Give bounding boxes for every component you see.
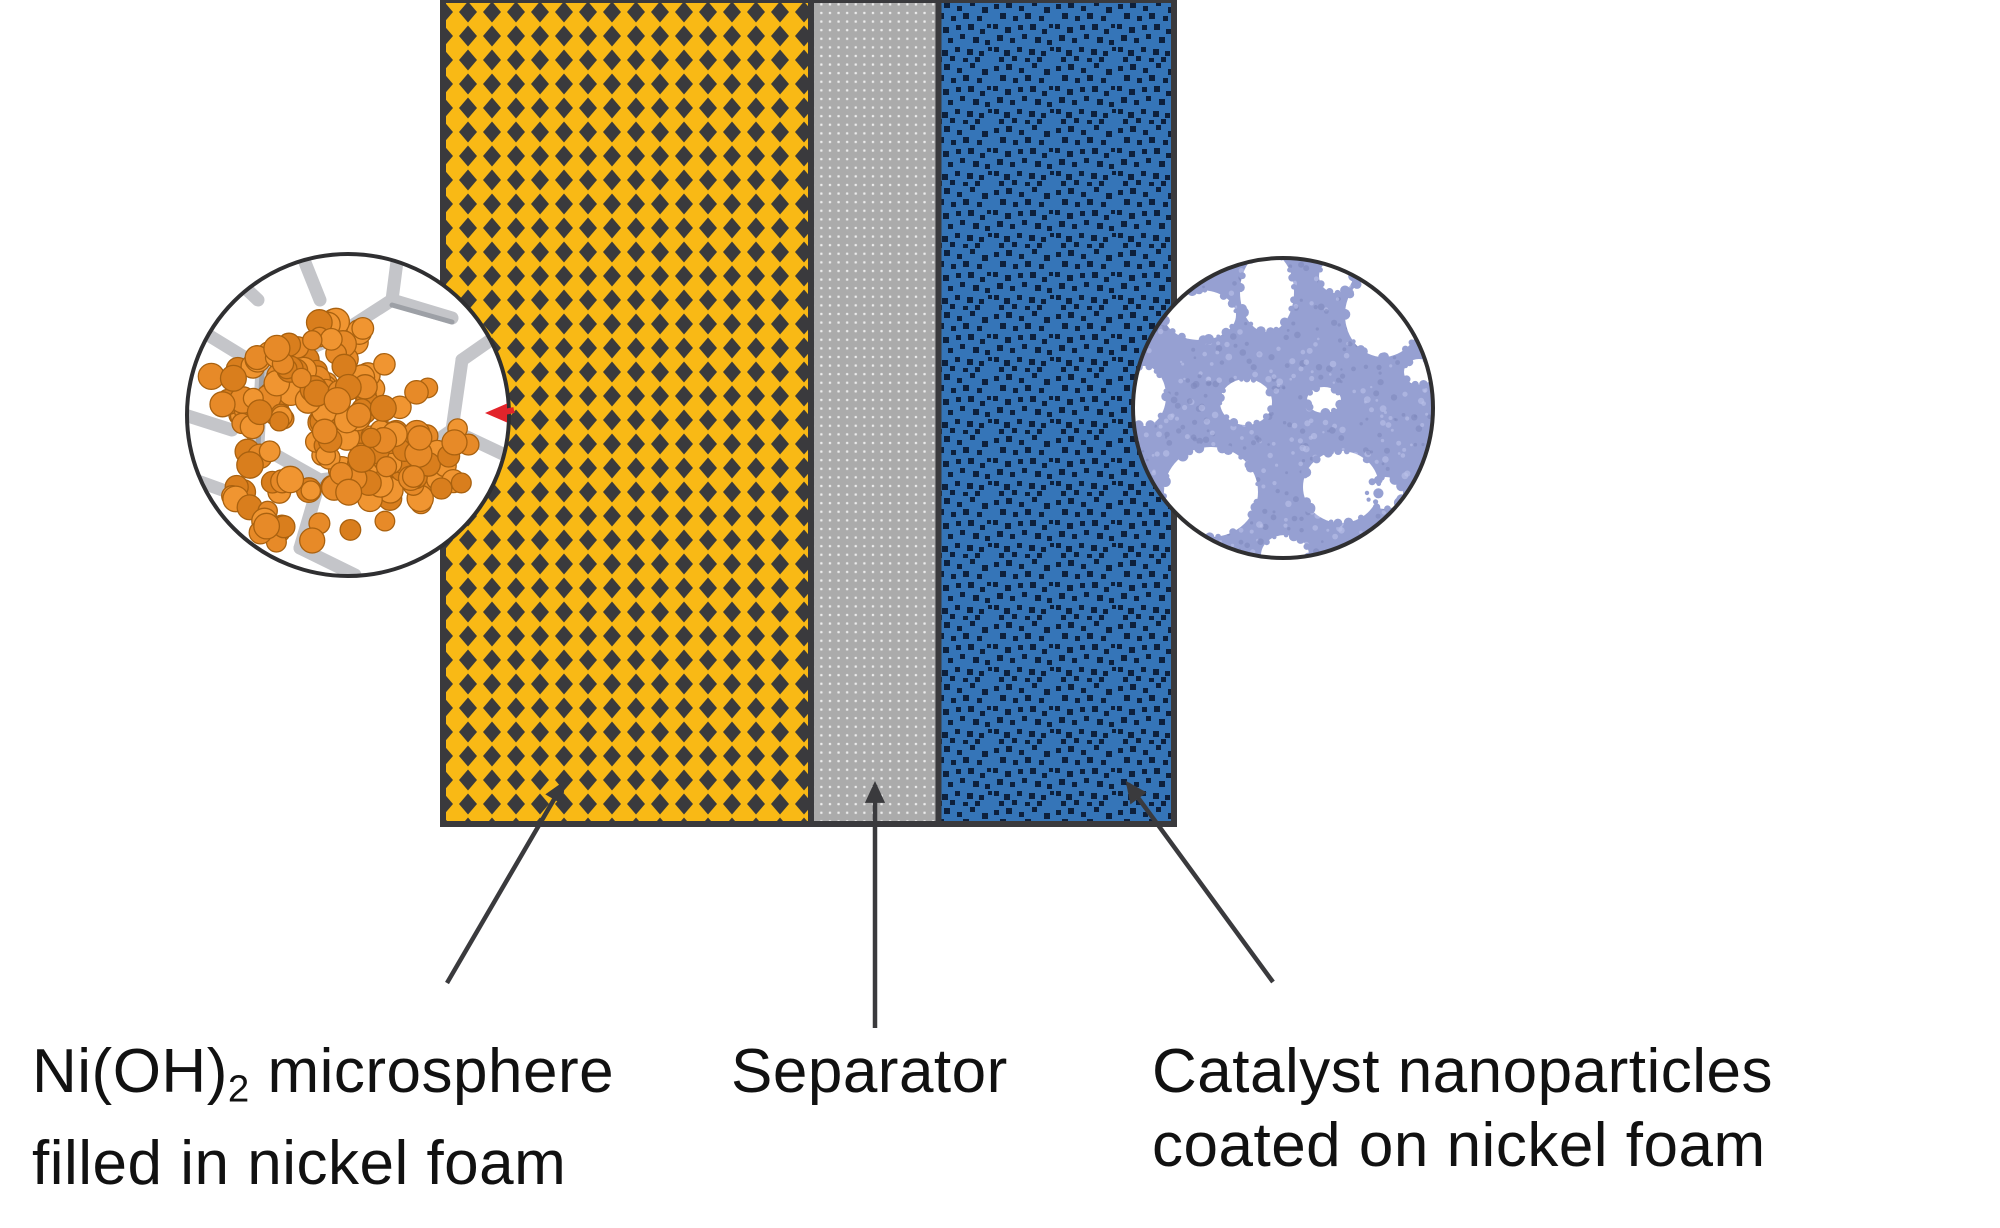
anode-callout-arrow <box>445 780 566 985</box>
microsphere-cluster <box>197 307 480 554</box>
microsphere-inset <box>185 252 515 578</box>
cathode-callout-arrow <box>1125 780 1275 984</box>
callout-arrows <box>445 780 1275 1028</box>
separator-label: Separator <box>731 1037 1008 1106</box>
microsphere-inset-ring <box>185 252 511 578</box>
foam-inset-ring <box>1131 256 1435 560</box>
anode-label-line2: filled in nickel foam <box>32 1128 567 1198</box>
red-zoom-arrow <box>485 403 515 423</box>
electrode-stack <box>440 0 1177 827</box>
cathode-label-line2: coated on nickel foam <box>1152 1111 1766 1180</box>
foam-inset <box>1131 256 1435 560</box>
separator-layer <box>814 0 936 822</box>
foam-pores <box>1133 258 1433 558</box>
anode-label: Ni(OH)2 microsphere filled in nickel foa… <box>32 1035 614 1201</box>
anode-label-line1: Ni(OH)2 microsphere <box>32 1037 615 1111</box>
cathode-label-line1: Catalyst nanoparticles <box>1152 1037 1773 1106</box>
cathode-label: Catalyst nanoparticles coated on nickel … <box>1152 1035 1773 1183</box>
